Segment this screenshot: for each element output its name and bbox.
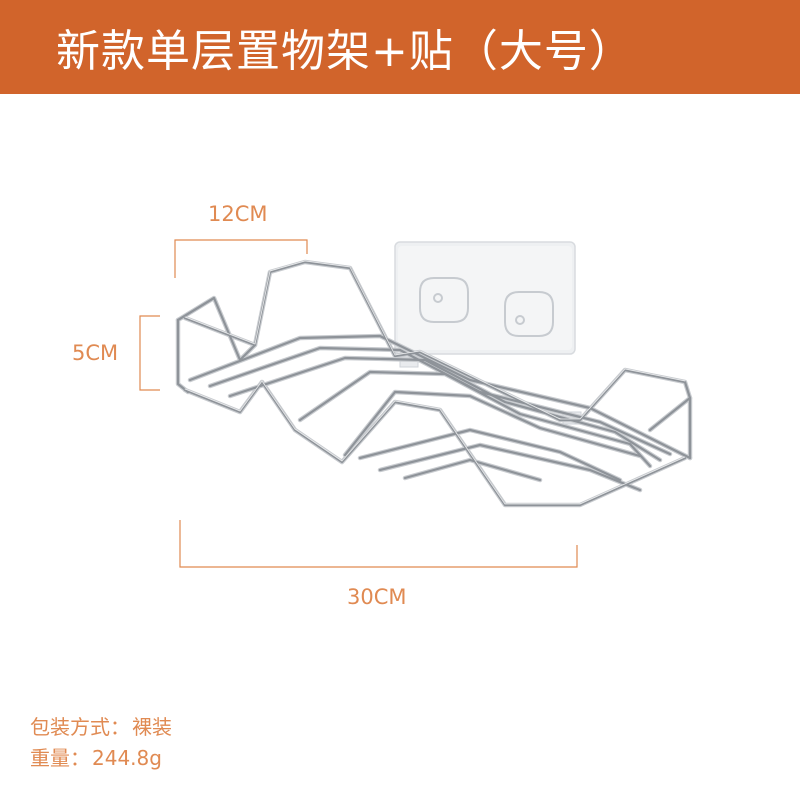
dimension-line-height [139, 315, 160, 391]
spec-list: 包装方式： 裸装 重量： 244.8g [30, 712, 172, 774]
dimension-line-depth [174, 239, 308, 278]
dimension-line-length [179, 520, 578, 568]
title-banner: 新款单层置物架+贴（大号） [0, 0, 800, 94]
spec-value: 244.8g [92, 746, 162, 770]
dimension-lines [139, 239, 578, 568]
dimension-depth-label: 12CM [208, 202, 268, 226]
spec-packaging: 包装方式： 裸装 [30, 712, 172, 743]
spec-label: 包装方式： [30, 715, 130, 739]
wire-shelf [175, 259, 693, 508]
dimension-height-label: 5CM [72, 341, 119, 365]
page-title: 新款单层置物架+贴（大号） [56, 26, 634, 77]
spec-label: 重量： [30, 746, 90, 770]
spec-value: 裸装 [132, 715, 172, 739]
spec-weight: 重量： 244.8g [30, 743, 172, 774]
dimension-length-label: 30CM [347, 585, 407, 609]
